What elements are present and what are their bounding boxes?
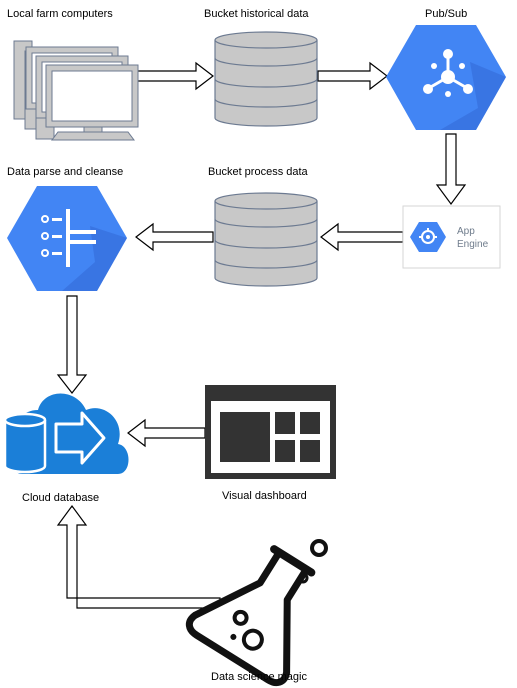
arrow-science-to-cloud	[56, 504, 221, 609]
pubsub-hub-icon	[386, 25, 506, 130]
dataflow-icon	[7, 186, 127, 291]
arrow-dashboard-to-cloud	[127, 418, 206, 448]
bucket-historical-label: Bucket historical data	[204, 8, 309, 20]
app-engine-card: App Engine	[402, 205, 501, 269]
cloud-database-icon	[3, 393, 129, 474]
pubsub-label: Pub/Sub	[425, 8, 467, 20]
arrow-pubsub-to-appengine	[435, 133, 467, 206]
app-engine-line1: App	[457, 226, 475, 237]
historical-bucket-icon	[214, 31, 318, 127]
process-bucket-icon	[214, 192, 318, 287]
dashboard-window-icon	[205, 385, 336, 479]
flask-icon	[185, 539, 328, 687]
arrow-process-to-parse	[135, 222, 214, 252]
local-farm-label: Local farm computers	[7, 8, 113, 20]
app-engine-line2: Engine	[457, 239, 489, 250]
data-science-label: Data science magic	[211, 671, 307, 683]
arrow-parse-to-cloud	[56, 295, 88, 394]
arrow-appengine-to-process	[320, 222, 404, 252]
desktop-computers-icon	[13, 40, 139, 141]
visual-dashboard-label: Visual dashboard	[222, 490, 307, 502]
arrow-historical-to-pubsub	[317, 61, 388, 91]
bucket-process-label: Bucket process data	[208, 166, 309, 178]
app-engine-icon	[410, 222, 446, 252]
data-parse-label: Data parse and cleanse	[7, 166, 123, 178]
arrow-farm-to-historical	[134, 61, 214, 91]
cloud-database-label: Cloud database	[22, 492, 99, 504]
